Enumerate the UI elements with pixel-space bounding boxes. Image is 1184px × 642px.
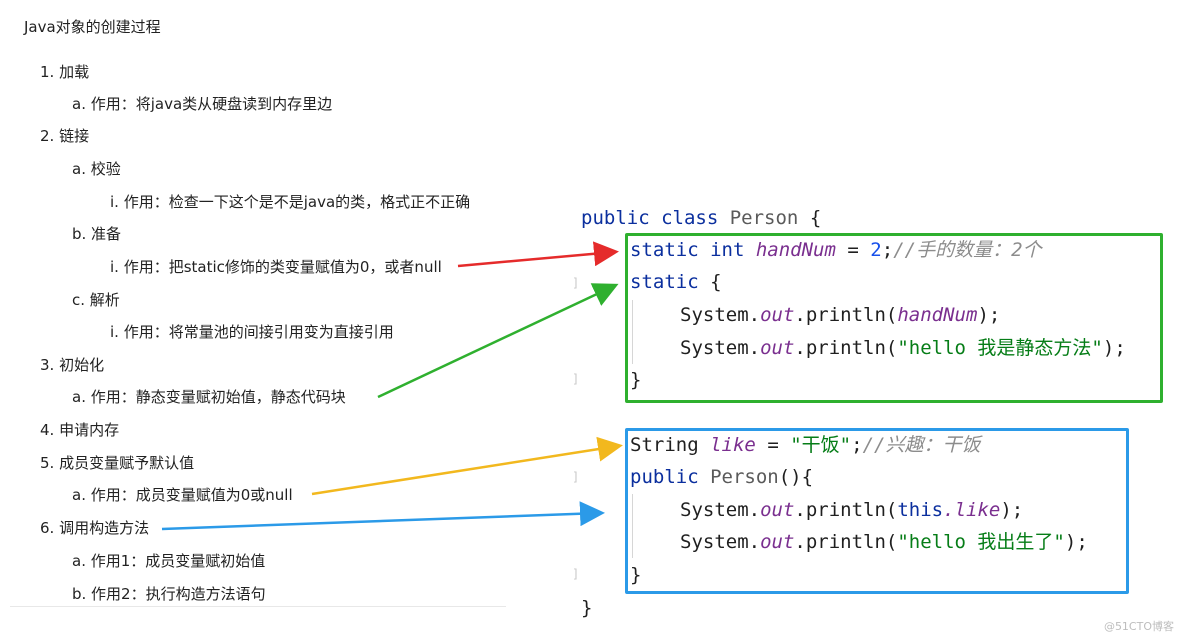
- code-brace: }: [630, 564, 642, 586]
- code-text: .println(: [794, 304, 898, 326]
- instance-block-highlight-box: [625, 428, 1129, 594]
- code-keyword: static: [630, 271, 699, 293]
- fold-marker-icon: ]: [572, 567, 580, 581]
- code-text: (){: [778, 466, 814, 488]
- list-item: a. 校验: [72, 160, 121, 178]
- code-keyword: public: [630, 466, 699, 488]
- list-item: b. 作用2：执行构造方法语句: [72, 585, 266, 603]
- code-keyword: this: [897, 499, 944, 521]
- code-line: }: [630, 368, 641, 392]
- code-text: );: [1064, 531, 1088, 553]
- divider: [10, 606, 506, 607]
- code-string: "干饭": [790, 434, 852, 456]
- code-string: "hello 我是静态方法": [897, 337, 1103, 359]
- list-item: 4. 申请内存: [40, 421, 120, 439]
- code-line: static {: [630, 270, 722, 294]
- code-line: System.out.println("hello 我是静态方法");: [680, 336, 1126, 360]
- code-text: System.: [680, 499, 761, 521]
- fold-marker-icon: ]: [572, 470, 580, 484]
- static-block-highlight-box: [625, 233, 1163, 403]
- code-variable: like: [710, 434, 756, 456]
- code-operator: =: [767, 434, 779, 456]
- code-line: String like = "干饭";//兴趣：干饭: [630, 433, 980, 457]
- code-line: System.out.println(this.like);: [680, 498, 1023, 522]
- code-line: System.out.println("hello 我出生了");: [680, 530, 1088, 554]
- code-text: System.: [680, 304, 761, 326]
- code-text: System.: [680, 337, 761, 359]
- code-line: public Person(){: [630, 465, 813, 489]
- code-keyword: static int: [630, 239, 745, 261]
- fold-marker-icon: ]: [572, 276, 580, 290]
- code-field: out: [760, 531, 795, 553]
- code-field: out: [760, 337, 795, 359]
- code-semicolon: ;: [881, 239, 894, 261]
- code-keyword: public class: [581, 207, 719, 229]
- code-type: String: [630, 434, 699, 456]
- code-line: public class Person {: [581, 206, 821, 230]
- code-class-name: Person: [710, 466, 779, 488]
- code-text: .println(: [794, 337, 898, 359]
- code-field: out: [760, 499, 795, 521]
- fold-marker-icon: ]: [572, 372, 580, 386]
- code-brace: {: [809, 207, 822, 229]
- list-item: a. 作用：将java类从硬盘读到内存里边: [72, 95, 333, 113]
- code-variable: .like: [943, 499, 1001, 521]
- list-item: 2. 链接: [40, 127, 90, 145]
- list-item: i. 作用：检查一下这个是不是java的类，格式正不正确: [110, 193, 471, 211]
- indent-guide: [632, 300, 633, 364]
- code-line: System.out.println(handNum);: [680, 303, 1000, 327]
- code-brace: }: [581, 597, 593, 619]
- code-string: "hello 我出生了": [897, 531, 1065, 553]
- code-text: );: [1000, 499, 1024, 521]
- red-arrow: [457, 241, 619, 268]
- list-item: c. 解析: [72, 291, 120, 309]
- code-brace: }: [630, 369, 642, 391]
- code-class-name: Person: [729, 207, 799, 229]
- code-text: .println(: [794, 499, 898, 521]
- list-item: 3. 初始化: [40, 356, 105, 374]
- code-comment: //兴趣：干饭: [862, 434, 981, 456]
- list-item: a. 作用：成员变量赋值为0或null: [72, 486, 293, 504]
- list-item: 1. 加载: [40, 63, 90, 81]
- code-text: );: [977, 304, 1001, 326]
- code-field: out: [760, 304, 795, 326]
- code-comment: //手的数量：2个: [893, 239, 1042, 261]
- code-variable: handNum: [755, 239, 836, 261]
- code-line: }: [581, 596, 592, 620]
- watermark: @51CTO博客: [1103, 620, 1174, 633]
- list-item: 6. 调用构造方法: [40, 519, 150, 537]
- blue-arrow: [161, 501, 605, 531]
- code-operator: =: [847, 239, 859, 261]
- code-line: }: [630, 563, 641, 587]
- code-text: System.: [680, 531, 761, 553]
- list-item: 5. 成员变量赋予默认值: [40, 454, 195, 472]
- indent-guide: [632, 494, 633, 558]
- list-item: a. 作用1：成员变量赋初始值: [72, 552, 266, 570]
- code-number: 2: [870, 239, 882, 261]
- document-title: Java对象的创建过程: [24, 18, 161, 36]
- code-semicolon: ;: [851, 434, 863, 456]
- code-text: );: [1102, 337, 1126, 359]
- list-item: a. 作用：静态变量赋初始值，静态代码块: [72, 388, 346, 406]
- code-text: .println(: [794, 531, 898, 553]
- code-brace: {: [710, 271, 722, 293]
- code-variable: handNum: [897, 304, 978, 326]
- list-item: b. 准备: [72, 225, 122, 243]
- list-item: i. 作用：将常量池的间接引用变为直接引用: [110, 323, 394, 341]
- code-line: static int handNum = 2;//手的数量：2个: [630, 238, 1042, 262]
- list-item: i. 作用：把static修饰的类变量赋值为0，或者null: [110, 258, 442, 276]
